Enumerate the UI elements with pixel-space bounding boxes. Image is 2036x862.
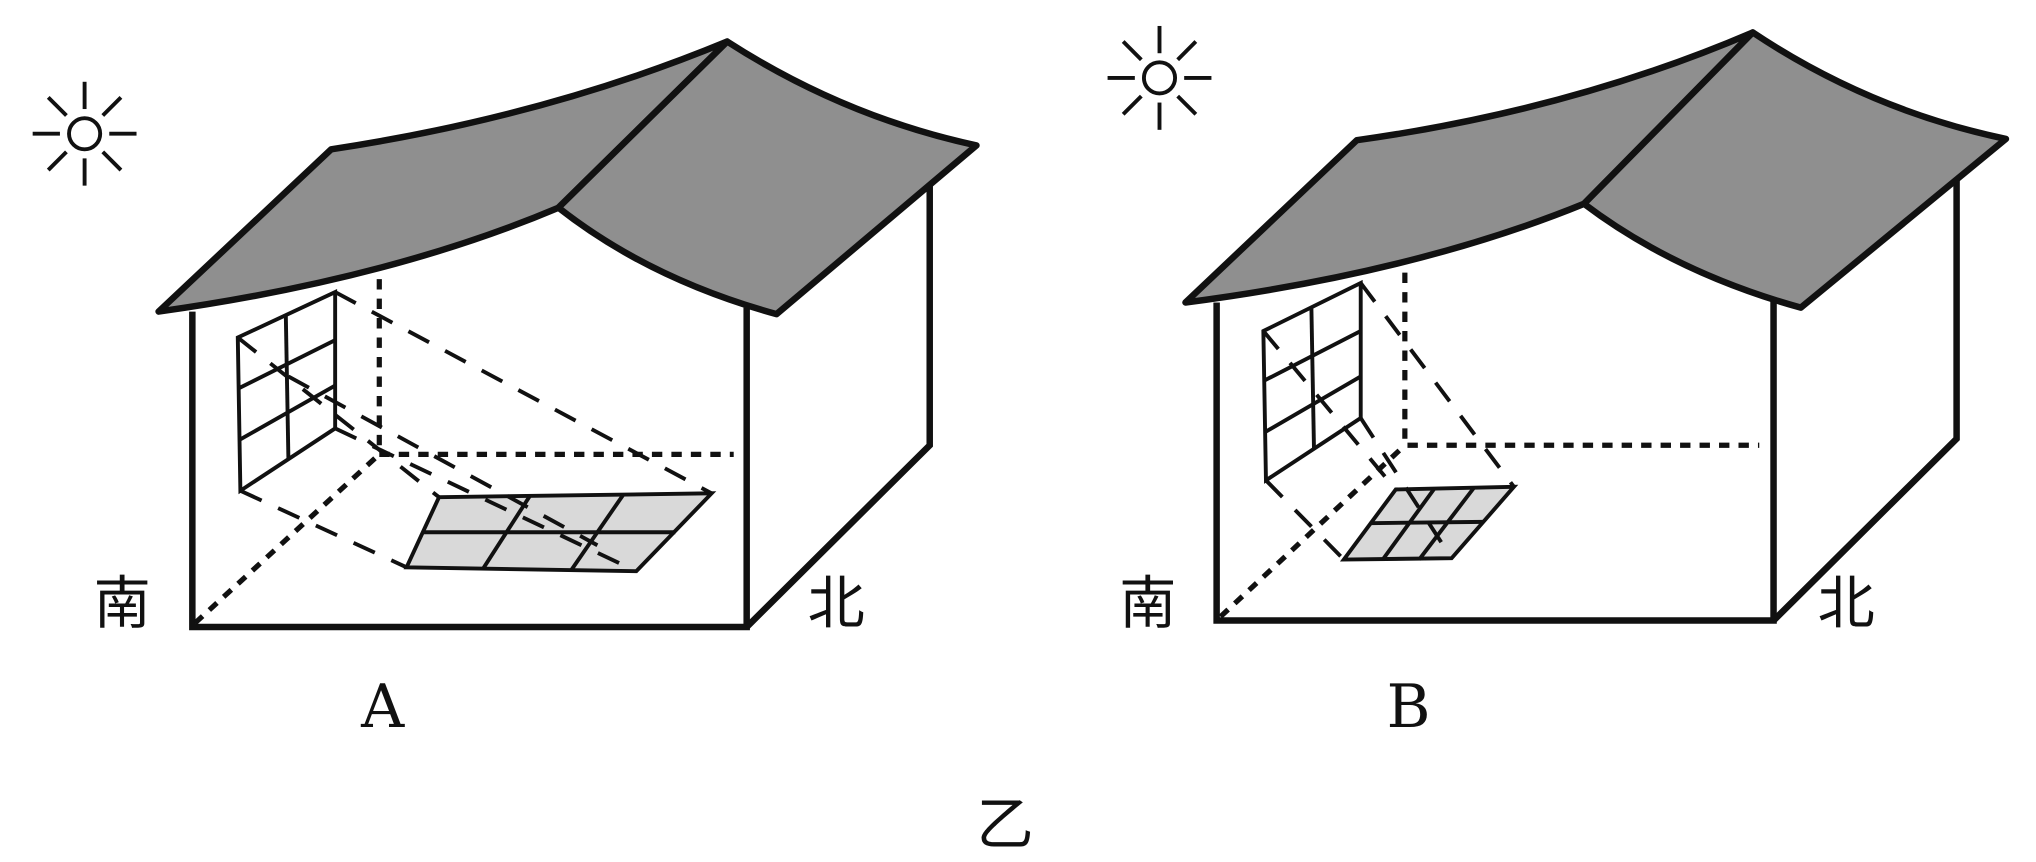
figure-caption: 乙 [976, 792, 1033, 858]
window [1261, 279, 1363, 484]
back-corner [193, 279, 734, 626]
house-label: A [360, 673, 405, 742]
light-rays [236, 290, 713, 573]
north-label: 北 [1818, 571, 1875, 637]
walls [189, 185, 933, 631]
roof [155, 38, 980, 318]
patch-grid [422, 493, 676, 572]
house-b: 南 北 B [1105, 24, 2010, 742]
roof [1182, 29, 2010, 311]
sun-icon [30, 79, 139, 188]
window [235, 289, 338, 495]
house-label: B [1387, 673, 1431, 742]
south-label: 南 [94, 571, 151, 637]
south-label: 南 [1119, 571, 1176, 637]
house-a: 南 北 A [30, 38, 980, 742]
north-label: 北 [808, 571, 865, 637]
patch-grid [1369, 486, 1483, 561]
walls [1213, 175, 1960, 624]
sun-icon [1105, 24, 1214, 132]
light-rays [1261, 281, 1516, 561]
back-corner [1218, 272, 1760, 619]
